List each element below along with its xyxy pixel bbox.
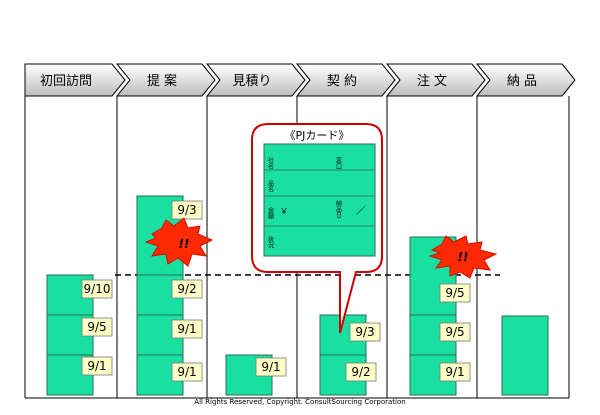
process-step-label: 見積り	[232, 74, 271, 89]
field-status-label: 状況	[267, 235, 274, 249]
process-step-label: 初回訪問	[40, 73, 92, 89]
date-label: 9/3	[355, 325, 374, 339]
date-tag	[171, 362, 203, 382]
date-label: 9/5	[445, 286, 464, 300]
column-estimate: 9/1	[225, 354, 287, 396]
alert-burst-icon	[144, 217, 214, 267]
date-tag	[171, 200, 203, 220]
date-tag	[171, 319, 203, 339]
process-step-label: 契 約	[327, 74, 357, 89]
field-company-label: 社名	[267, 156, 274, 170]
pj-card-block	[501, 315, 549, 396]
process-step-chevron	[115, 63, 216, 97]
date-tag	[81, 356, 113, 376]
column-order: 9/1 9/5 9/5 !!	[409, 235, 498, 396]
alert-burst-icon	[428, 235, 498, 279]
date-label: 9/1	[87, 359, 106, 373]
date-tag	[81, 279, 113, 299]
field-department-label: 窓口	[335, 156, 342, 170]
date-tag	[439, 362, 471, 382]
date-tag	[255, 357, 287, 377]
pj-card-title: 《PJカード》	[285, 129, 350, 142]
process-step-chevron	[475, 63, 576, 97]
process-step-chevron	[24, 63, 126, 97]
date-tag	[439, 283, 471, 303]
process-step-chevron	[295, 63, 396, 97]
date-tag	[349, 322, 381, 342]
date-label: 9/10	[84, 282, 111, 296]
pj-card-callout: 《PJカード》 社名 窓口 品名 金額 ￥ 納品日 ／ 状況	[251, 123, 383, 334]
process-step-chevron	[205, 63, 306, 97]
column-delivery	[501, 315, 549, 396]
alert-mark: !!	[179, 237, 190, 251]
field-delivery-value: ／	[356, 205, 366, 217]
date-tag	[345, 362, 377, 382]
date-tag	[439, 322, 471, 342]
date-label: 9/1	[261, 360, 280, 374]
copyright-footer: All Rights Reserved, Copyright. ConsultS…	[194, 398, 406, 406]
process-step-chevron	[385, 63, 486, 97]
column-contract: 9/2 9/3	[319, 314, 381, 396]
process-step-label: 注 文	[417, 74, 447, 89]
field-product-label: 品名	[267, 180, 274, 193]
date-tag	[81, 317, 113, 337]
column-proposal: 9/1 9/1 9/2 9/3 !!	[136, 195, 214, 396]
date-label: 9/5	[87, 320, 106, 334]
date-label: 9/5	[445, 325, 464, 339]
date-label: 9/1	[177, 322, 196, 336]
process-header: 初回訪問 提 案 見積り 契 約 注 文 納 品	[24, 63, 576, 97]
field-amount-label: 金額	[267, 206, 274, 220]
alert-mark: !!	[458, 250, 469, 264]
date-label: 9/3	[177, 203, 196, 217]
date-label: 9/2	[177, 282, 196, 296]
date-label: 9/1	[445, 365, 464, 379]
date-tag	[171, 279, 203, 299]
field-amount-yen: ￥	[280, 207, 288, 216]
field-delivery-label: 納品日	[335, 199, 342, 219]
pj-card-form	[263, 143, 376, 257]
process-step-label: 提 案	[147, 73, 177, 89]
date-label: 9/2	[351, 365, 370, 379]
date-label: 9/1	[177, 365, 196, 379]
process-step-label: 納 品	[507, 74, 537, 89]
column-initial-visit: 9/1 9/5 9/10	[46, 274, 113, 396]
